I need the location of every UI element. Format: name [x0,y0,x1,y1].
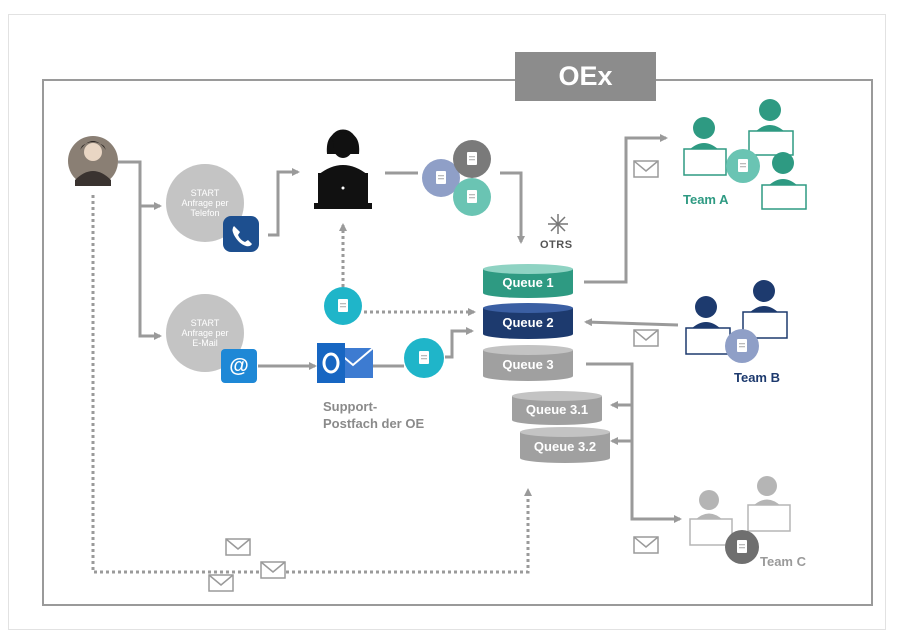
oe-frame [42,79,873,606]
start-mail-line1: START [190,318,220,328]
document-icon [404,338,444,378]
start-phone-line3: Telefon [190,208,220,218]
support-line1: Support- [323,399,378,414]
outlook-icon [317,343,374,383]
call-center-agent-icon [314,129,372,209]
team-c-group-icon [689,476,791,564]
queue-3-1-cylinder [512,391,602,425]
flow-arrows [118,134,682,523]
support-mailbox-label: Support- Postfach der OE [323,398,463,432]
team-a-label: Team A [683,192,729,207]
email-icon [225,538,251,556]
at-sign-icon: @ [221,349,257,383]
otrs-logo-icon [548,214,568,234]
queue-1-label: Queue 1 [502,274,554,290]
queue-2-label: Queue 2 [502,314,554,330]
queue-1-cylinder [483,264,573,298]
queue-3-label: Queue 3 [502,356,554,372]
queue-3-2-cylinder [520,427,610,463]
team-a-group-icon [683,99,807,210]
dotted-arrows [91,195,532,574]
queue-3-cylinder [483,345,573,381]
start-mail-label: START Anfrage per E-Mail [170,314,240,352]
document-icon [324,287,362,325]
team-b-group-icon [685,280,788,363]
email-icon [633,329,659,347]
team-b-label: Team B [734,370,780,385]
email-icon [633,536,659,554]
start-phone-line2: Anfrage per [181,198,229,208]
team-c-label: Team C [760,554,806,569]
queue-3-2-label: Queue 3.2 [533,438,597,454]
svg-text:@: @ [229,355,249,377]
email-icon [260,561,286,579]
phone-icon [223,216,259,252]
outer-frame [8,14,886,630]
start-mail-line2: Anfrage per [181,328,229,338]
document-icons-cluster [422,140,491,216]
email-icon [633,160,659,178]
start-phone-line1: START [190,188,220,198]
customer-avatar-icon [68,136,118,186]
queue-3-1-label: Queue 3.1 [525,401,589,417]
start-phone-label: START Anfrage per Telefon [170,184,240,222]
oe-title: OEx [515,52,656,101]
otrs-label: OTRS [540,239,573,251]
queue-2-cylinder [483,303,573,339]
support-line2: Postfach der OE [323,416,425,431]
start-mail-line3: E-Mail [192,338,218,348]
email-icon [208,574,234,592]
